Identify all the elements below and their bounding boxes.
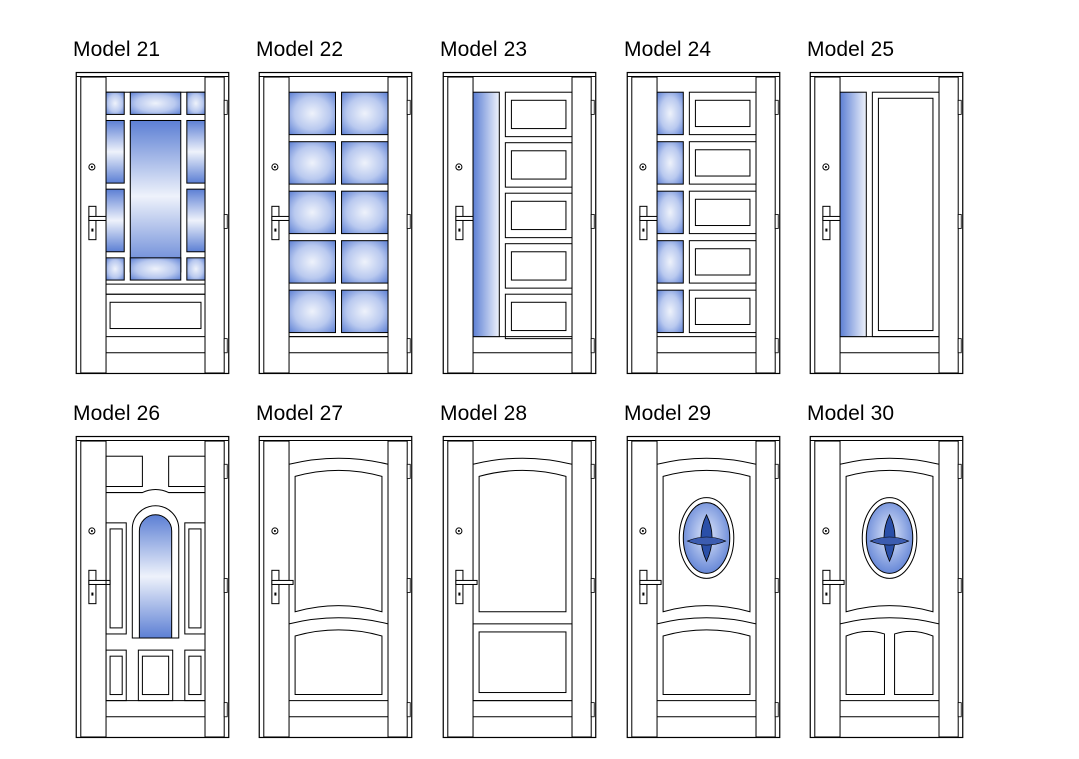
door-drawing <box>440 71 600 383</box>
model-label: Model 28 <box>440 402 528 425</box>
model-label: Model 26 <box>73 402 161 425</box>
model-label: Model 29 <box>624 402 712 425</box>
door-drawing <box>624 435 784 747</box>
door-model-card: Model 25 <box>807 38 967 383</box>
door-drawing <box>73 435 233 747</box>
model-label: Model 24 <box>624 38 712 61</box>
door-model-card: Model 30 <box>807 402 967 747</box>
door-model-card: Model 24 <box>624 38 784 383</box>
model-label: Model 23 <box>440 38 528 61</box>
door-model-card: Model 26 <box>73 402 233 747</box>
model-label: Model 22 <box>256 38 344 61</box>
model-label: Model 30 <box>807 402 895 425</box>
door-model-card: Model 28 <box>440 402 600 747</box>
door-drawing <box>807 435 967 747</box>
door-model-card: Model 21 <box>73 38 233 383</box>
door-drawing <box>807 71 967 383</box>
model-label: Model 27 <box>256 402 344 425</box>
door-model-card: Model 29 <box>624 402 784 747</box>
door-drawing <box>256 435 416 747</box>
door-model-card: Model 27 <box>256 402 416 747</box>
door-drawing <box>256 71 416 383</box>
door-model-card: Model 23 <box>440 38 600 383</box>
door-drawing <box>440 435 600 747</box>
door-drawing <box>624 71 784 383</box>
model-label: Model 21 <box>73 38 161 61</box>
model-label: Model 25 <box>807 38 895 61</box>
door-drawing <box>73 71 233 383</box>
door-model-card: Model 22 <box>256 38 416 383</box>
